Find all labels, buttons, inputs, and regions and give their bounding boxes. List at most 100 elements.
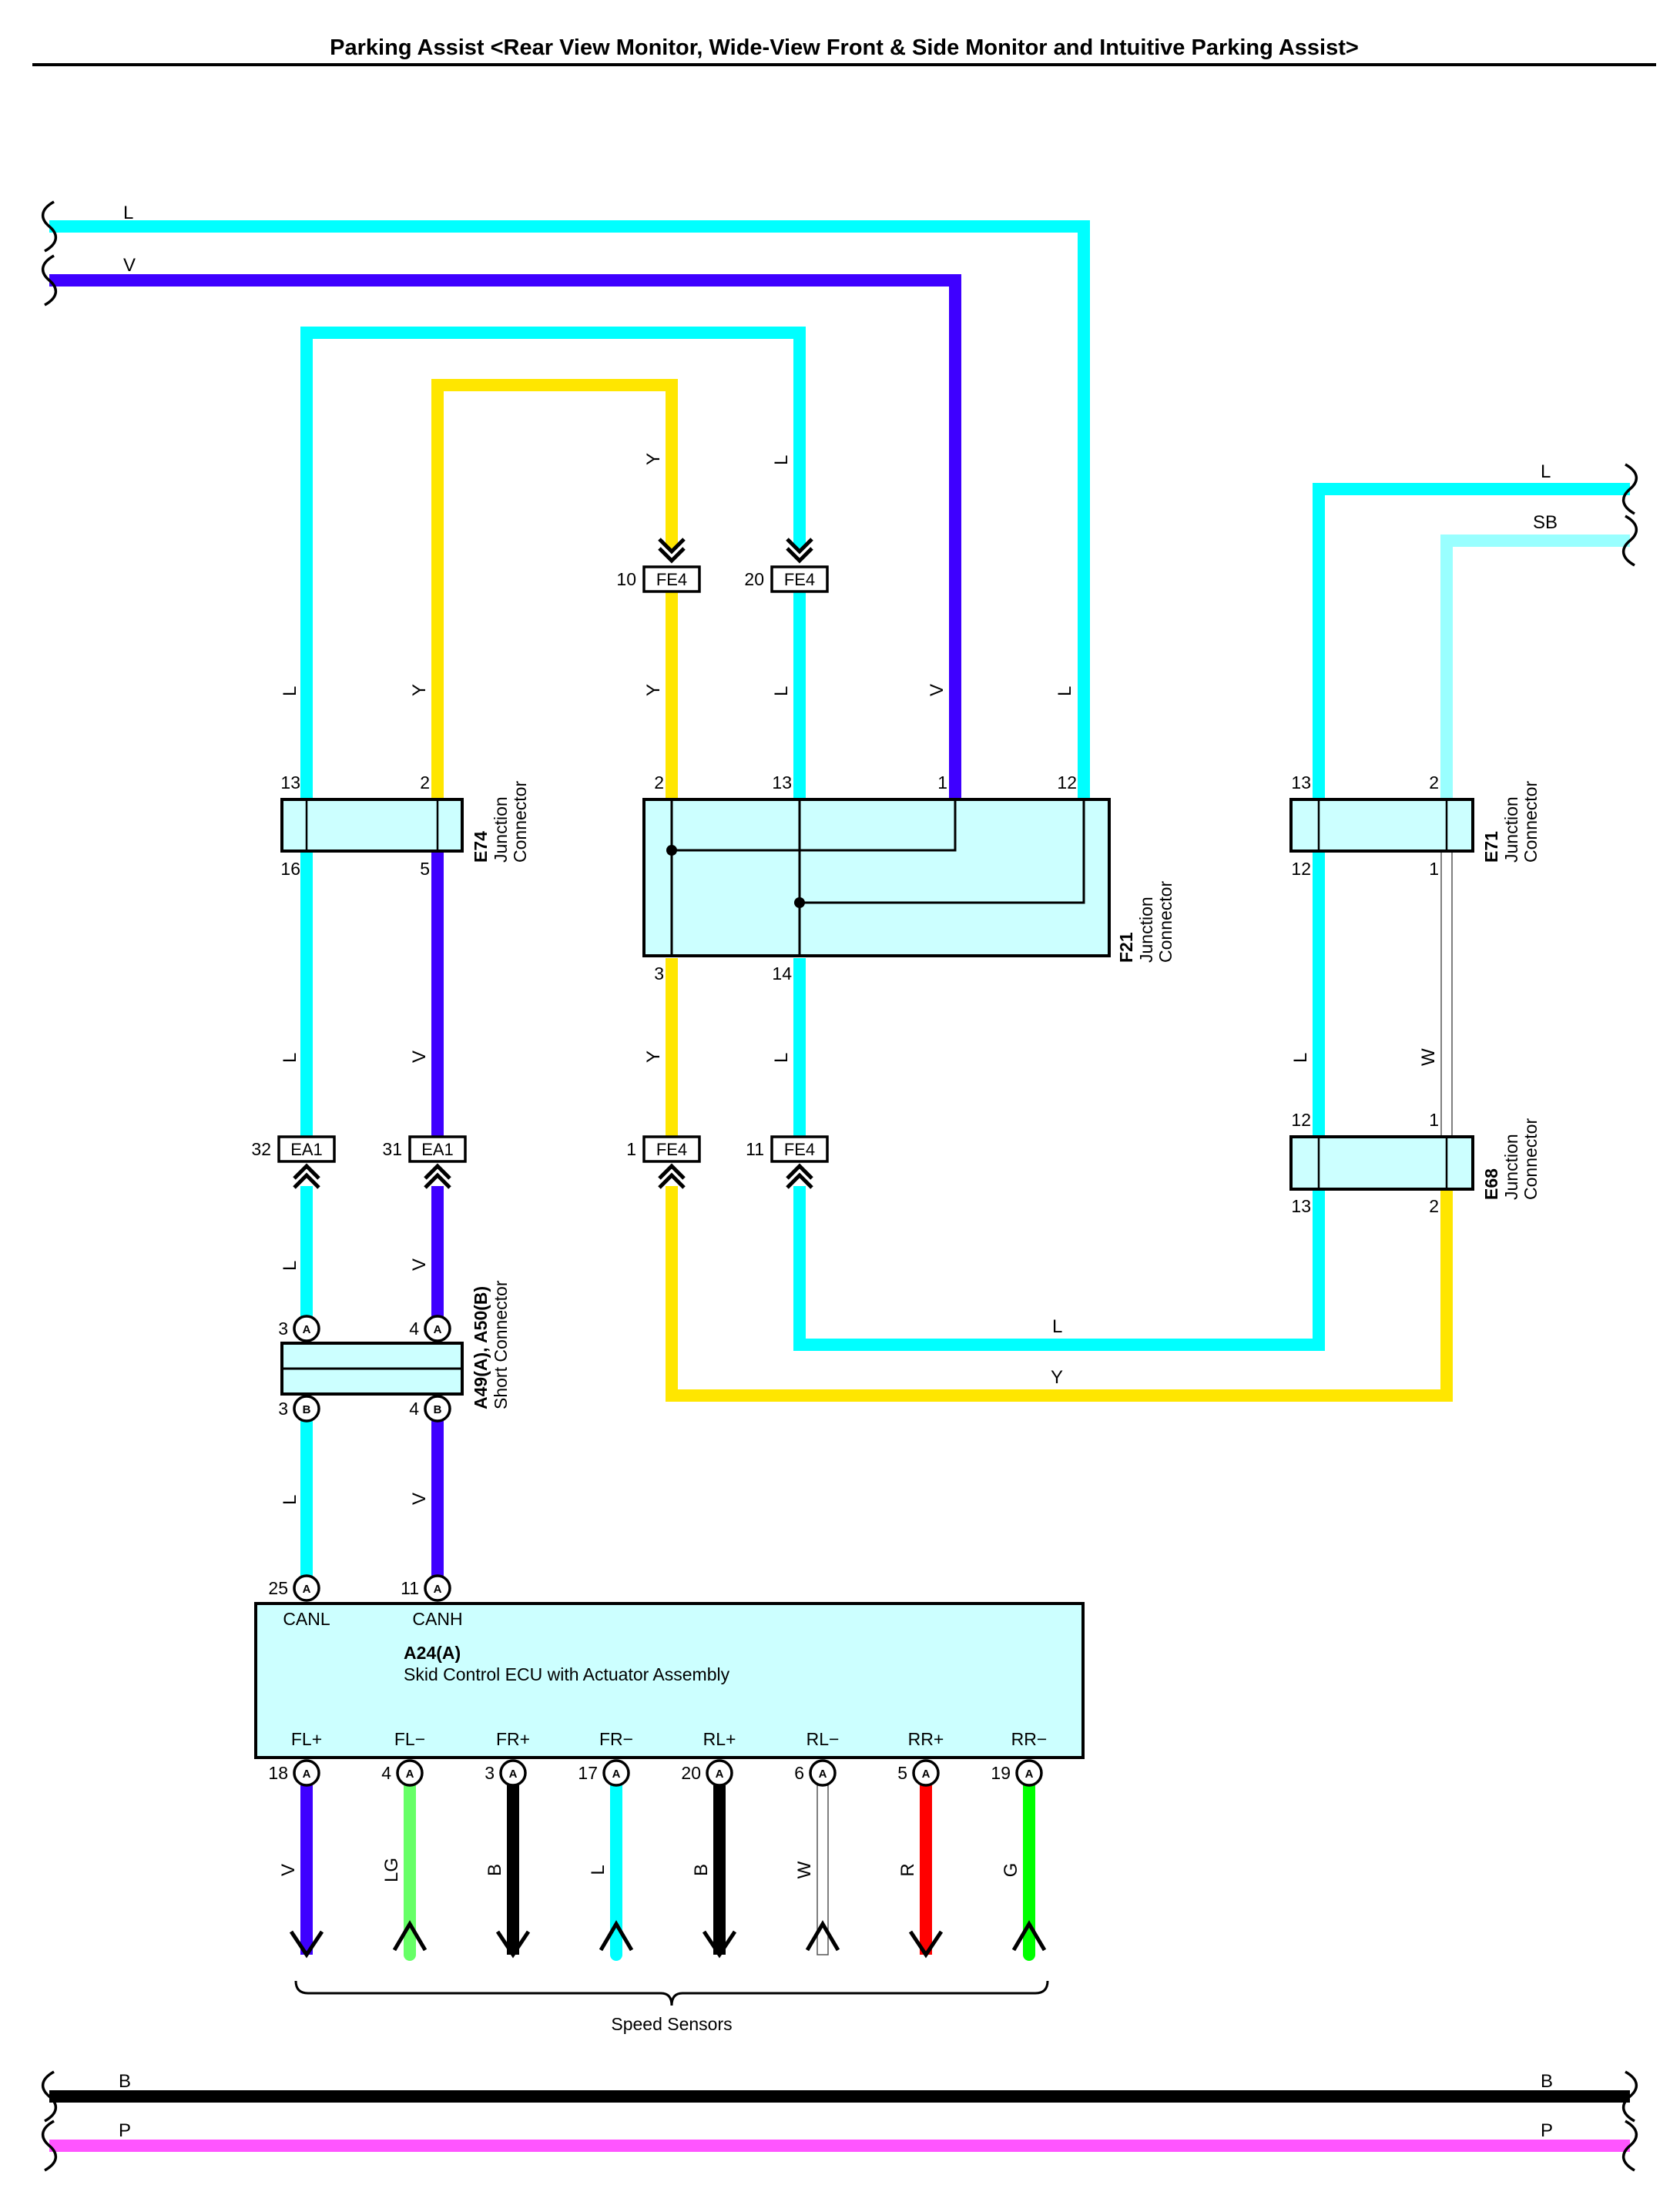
e68-name-2: Connector — [1521, 1118, 1541, 1200]
break-mark-p-right — [1622, 2120, 1638, 2172]
fe4-1-box — [642, 1135, 701, 1163]
wire-label-right-sb: SB — [1533, 512, 1558, 533]
f21-pin-1: 1 — [937, 772, 947, 793]
e74-code: E74 — [471, 831, 491, 863]
ecu-canl-letter: A — [303, 1583, 311, 1596]
wire-label-fe4-10-top: Y — [643, 453, 664, 465]
ecu-canh-letter: A — [434, 1583, 442, 1596]
fe4-11-code: FE4 — [784, 1140, 815, 1159]
e71-pin-13: 13 — [1291, 772, 1311, 793]
a49-pin-3-circle — [293, 1315, 320, 1342]
wire-fe4-1-e68-2 — [666, 1186, 1453, 1402]
f21-code: F21 — [1116, 932, 1136, 963]
e68-pin-2: 2 — [1429, 1196, 1439, 1216]
wire-label-f21-3-bot: Y — [643, 1051, 664, 1063]
ecu-canl-pin: 25 — [268, 1578, 288, 1598]
sensor-wire-label-rl-minus: W — [794, 1861, 815, 1878]
wire-label-p-left: P — [119, 2120, 131, 2141]
f21-name-1: Junction — [1136, 896, 1156, 963]
inline-connector-ea1-31: EA1 31 — [382, 1135, 467, 1189]
wire-label-f21-12-top: L — [1055, 686, 1075, 696]
inline-connector-fe4-1: FE4 1 — [626, 1135, 701, 1189]
fe4-20-box — [770, 565, 829, 593]
wire-fe4-11-e68-13 — [793, 1186, 1325, 1351]
f21-pin-3: 3 — [654, 963, 664, 984]
sensor-arrow-fr-minus — [599, 1920, 634, 1952]
sensor-pin-number-rl-plus: 20 — [681, 1763, 701, 1783]
sensor-pin-circle-rr-plus — [912, 1759, 940, 1787]
sensor-arrow-rl-plus — [702, 1930, 737, 1959]
ea1-32-chevron-2 — [293, 1172, 320, 1189]
ea1-31-chevron-1 — [424, 1163, 451, 1180]
speed-sensors-label: Speed Sensors — [611, 2014, 732, 2034]
diagram-title: Parking Assist <Rear View Monitor, Wide-… — [330, 35, 1359, 60]
break-mark-p-left — [42, 2120, 57, 2172]
sensor-pin-label-rr-minus: RR− — [1011, 1729, 1048, 1749]
e74-pin-13: 13 — [280, 772, 300, 793]
inline-connector-ea1-32: EA1 32 — [251, 1135, 336, 1189]
e68-pin-12: 12 — [1291, 1110, 1311, 1130]
a49-pin-3: 3 — [278, 1319, 288, 1339]
f21-splice-dot-2 — [794, 897, 805, 908]
fe4-11-box — [770, 1135, 829, 1163]
fe4-1-code: FE4 — [656, 1140, 687, 1159]
sensor-wire-label-rr-minus: G — [1001, 1863, 1021, 1878]
ea1-32-chevron-1 — [293, 1163, 320, 1180]
ecu-name: Skid Control ECU with Actuator Assembly — [404, 1664, 730, 1684]
e68-name-1: Junction — [1501, 1134, 1521, 1200]
break-mark-top-l — [42, 200, 57, 253]
ecu-code: A24(A) — [404, 1643, 461, 1663]
break-mark-b-right — [1622, 2070, 1638, 2123]
sensor-arrow-rr-minus — [1011, 1920, 1047, 1952]
wire-label-e71-12-bot: L — [1290, 1053, 1311, 1063]
sensor-pin-label-rl-minus: RL− — [806, 1729, 840, 1749]
ecu-canh-label: CANH — [412, 1609, 462, 1629]
ea1-32-pin: 32 — [251, 1139, 271, 1159]
a50-pin-3-circle — [293, 1395, 320, 1423]
connector-e74: 13 2 16 5 E74 Junction Connector — [280, 772, 530, 879]
connector-e68: 12 1 13 2 E68 Junction Connector — [1289, 1110, 1541, 1216]
wire-label-a49-3b-bot: L — [280, 1495, 300, 1505]
fe4-20-pin: 20 — [744, 569, 764, 589]
wire-labels: L V L SB L Y B B P P L Y Y L Y L V L L V… — [119, 203, 1558, 2141]
fe4-1-pin: 1 — [626, 1139, 636, 1159]
e71-name-2: Connector — [1521, 781, 1541, 863]
sensor-pin-number-rr-minus: 19 — [991, 1763, 1011, 1783]
f21-name-2: Connector — [1155, 881, 1175, 963]
ea1-32-box — [277, 1135, 336, 1163]
wire-label-top-v: V — [123, 255, 136, 276]
wire-right-sb — [1440, 535, 1630, 798]
connector-e71-body — [1289, 798, 1474, 853]
sensor-arrow-fr-plus — [495, 1930, 531, 1959]
ecu-canl-label: CANL — [283, 1609, 330, 1629]
sensor-pin-letter-rr-plus: A — [922, 1768, 931, 1781]
sensor-wire-label-fr-plus: B — [485, 1864, 505, 1876]
fe4-10-code: FE4 — [656, 570, 687, 589]
sensor-pin-letter-rl-plus: A — [716, 1768, 724, 1781]
e74-name-1: Junction — [491, 796, 511, 863]
sensor-pin-letter-rr-minus: A — [1025, 1768, 1034, 1781]
sensor-pin-letter-fr-minus: A — [612, 1768, 621, 1781]
sensor-pin-number-fl-minus: 4 — [381, 1763, 391, 1783]
break-mark-top-v — [42, 254, 57, 307]
wire-label-ea1-31-bot: V — [409, 1258, 430, 1271]
ea1-31-chevron-2 — [424, 1172, 451, 1189]
sensor-pin-letter-fl-minus: A — [406, 1768, 414, 1781]
wire-e71-1-e68-1 — [1440, 851, 1453, 1138]
e74-pin-5: 5 — [420, 859, 430, 879]
wire-label-ea1-32-bot: L — [280, 1261, 300, 1271]
wire-break-marks — [42, 200, 1638, 2172]
e68-code: E68 — [1481, 1168, 1501, 1200]
fe4-11-chevron-1 — [786, 1163, 813, 1180]
wire-label-top-l: L — [123, 203, 133, 223]
f21-bus-1 — [672, 799, 957, 852]
f21-pin-14: 14 — [772, 963, 792, 984]
sensor-arrow-rl-minus — [805, 1920, 840, 1952]
sensor-pin-number-fr-plus: 3 — [485, 1763, 495, 1783]
sensor-wire-label-fl-plus: V — [278, 1864, 299, 1876]
a50-pin-4-circle — [424, 1395, 451, 1423]
wire-label-loop-l: L — [1052, 1316, 1062, 1337]
sensor-pin-letter-fr-plus: A — [509, 1768, 518, 1781]
ea1-31-box — [408, 1135, 467, 1163]
sensor-pin-number-rr-plus: 5 — [897, 1763, 907, 1783]
